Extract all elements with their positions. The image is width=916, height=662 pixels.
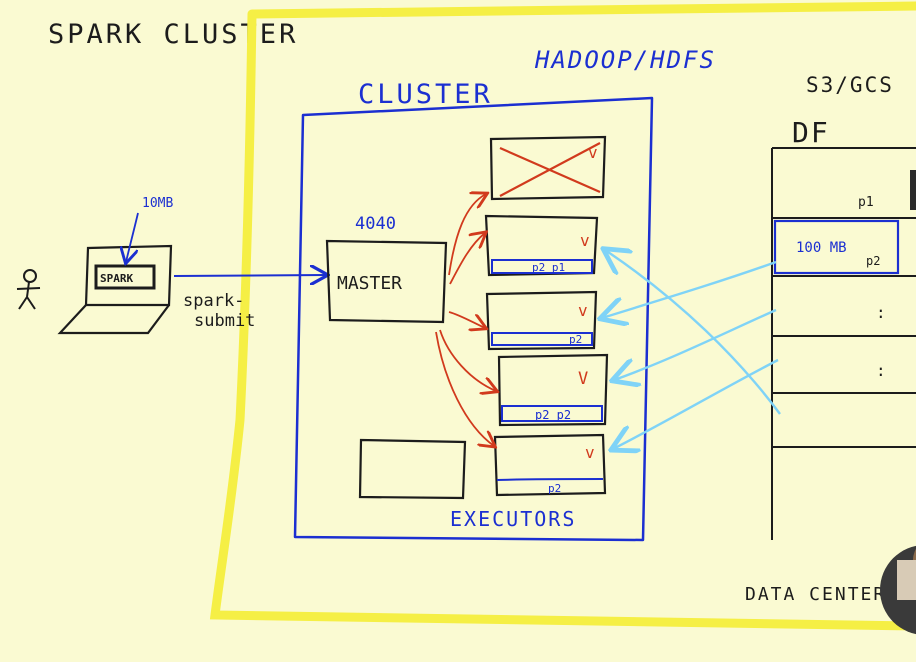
hadoop-label: HADOOP/HDFS — [534, 46, 716, 74]
executors-label: EXECUTORS — [450, 507, 576, 531]
executor-partitions: p2 — [569, 333, 582, 346]
executor-box — [497, 353, 609, 427]
red-arrow — [448, 194, 486, 276]
partition-strip — [501, 405, 603, 422]
executor-mark: V — [578, 369, 588, 389]
lightblue-arrow — [605, 250, 781, 415]
webcam-overlay — [880, 545, 916, 635]
lightblue-arrow — [613, 358, 779, 449]
executor-box — [484, 214, 599, 277]
red-arrow — [448, 311, 485, 328]
data-flow-arrows — [602, 250, 781, 449]
executor-2: v p2 — [485, 290, 598, 351]
executor-partitions: p2 p1 — [532, 261, 565, 274]
master-label: MASTER — [337, 273, 402, 294]
highlighted-partition — [773, 219, 900, 275]
file-size-arrow — [126, 212, 139, 262]
partition-p2-label: p2 — [866, 254, 880, 268]
red-arrow — [435, 331, 494, 446]
page-title: SPARK CLUSTER — [48, 19, 298, 50]
spark-submit-arrow — [173, 275, 326, 276]
executor-3: V p2 p2 — [497, 353, 609, 427]
spark-app-label: SPARK — [100, 272, 133, 285]
user-icon — [16, 269, 41, 310]
partition-strip — [496, 478, 604, 481]
spark-submit-line2: submit — [194, 311, 255, 331]
red-arrow — [439, 329, 496, 391]
lightblue-arrow — [602, 260, 777, 318]
datacenter-boundary — [209, 1, 916, 631]
file-size-label: 10MB — [142, 196, 173, 211]
right-edge-marker — [910, 170, 916, 210]
executor-box — [489, 135, 607, 201]
partition-p1-label: p1 — [858, 195, 874, 210]
spare-node-box — [358, 438, 467, 500]
executor-partitions: p2 — [548, 482, 561, 495]
executor-4: v p2 — [493, 433, 607, 497]
executor-mark: v — [588, 143, 598, 162]
spark-submit-line1: spark- — [183, 291, 244, 311]
executor-failed-cross — [499, 142, 601, 197]
red-arrow — [449, 233, 485, 285]
port-label: 4040 — [355, 214, 396, 234]
partition-size-label: 100 MB — [796, 240, 847, 256]
cluster-box — [293, 96, 654, 542]
executor-1: v p2 p1 — [484, 214, 599, 277]
ellipsis-dots: : — [876, 361, 886, 380]
lightblue-arrow — [614, 308, 777, 380]
executor-0: v — [489, 135, 607, 201]
cluster-label: CLUSTER — [358, 79, 493, 110]
ellipsis-dots: : — [876, 303, 886, 322]
master-to-executor-arrows — [435, 194, 496, 446]
datacenter-label: DATA CENTER — [745, 584, 886, 605]
partition-strip — [491, 332, 593, 346]
partition-strip — [491, 259, 593, 274]
executor-box — [493, 433, 607, 497]
executor-partitions: p2 p2 — [535, 408, 571, 422]
s3-label: S3/GCS — [806, 73, 894, 97]
dataframe-column — [771, 147, 916, 540]
executor-mark: v — [580, 231, 590, 250]
laptop-icon — [57, 244, 173, 335]
executor-mark: v — [585, 443, 595, 462]
executor-mark: v — [578, 301, 588, 320]
dataframe-label: DF — [792, 116, 830, 149]
master-box — [325, 239, 448, 324]
